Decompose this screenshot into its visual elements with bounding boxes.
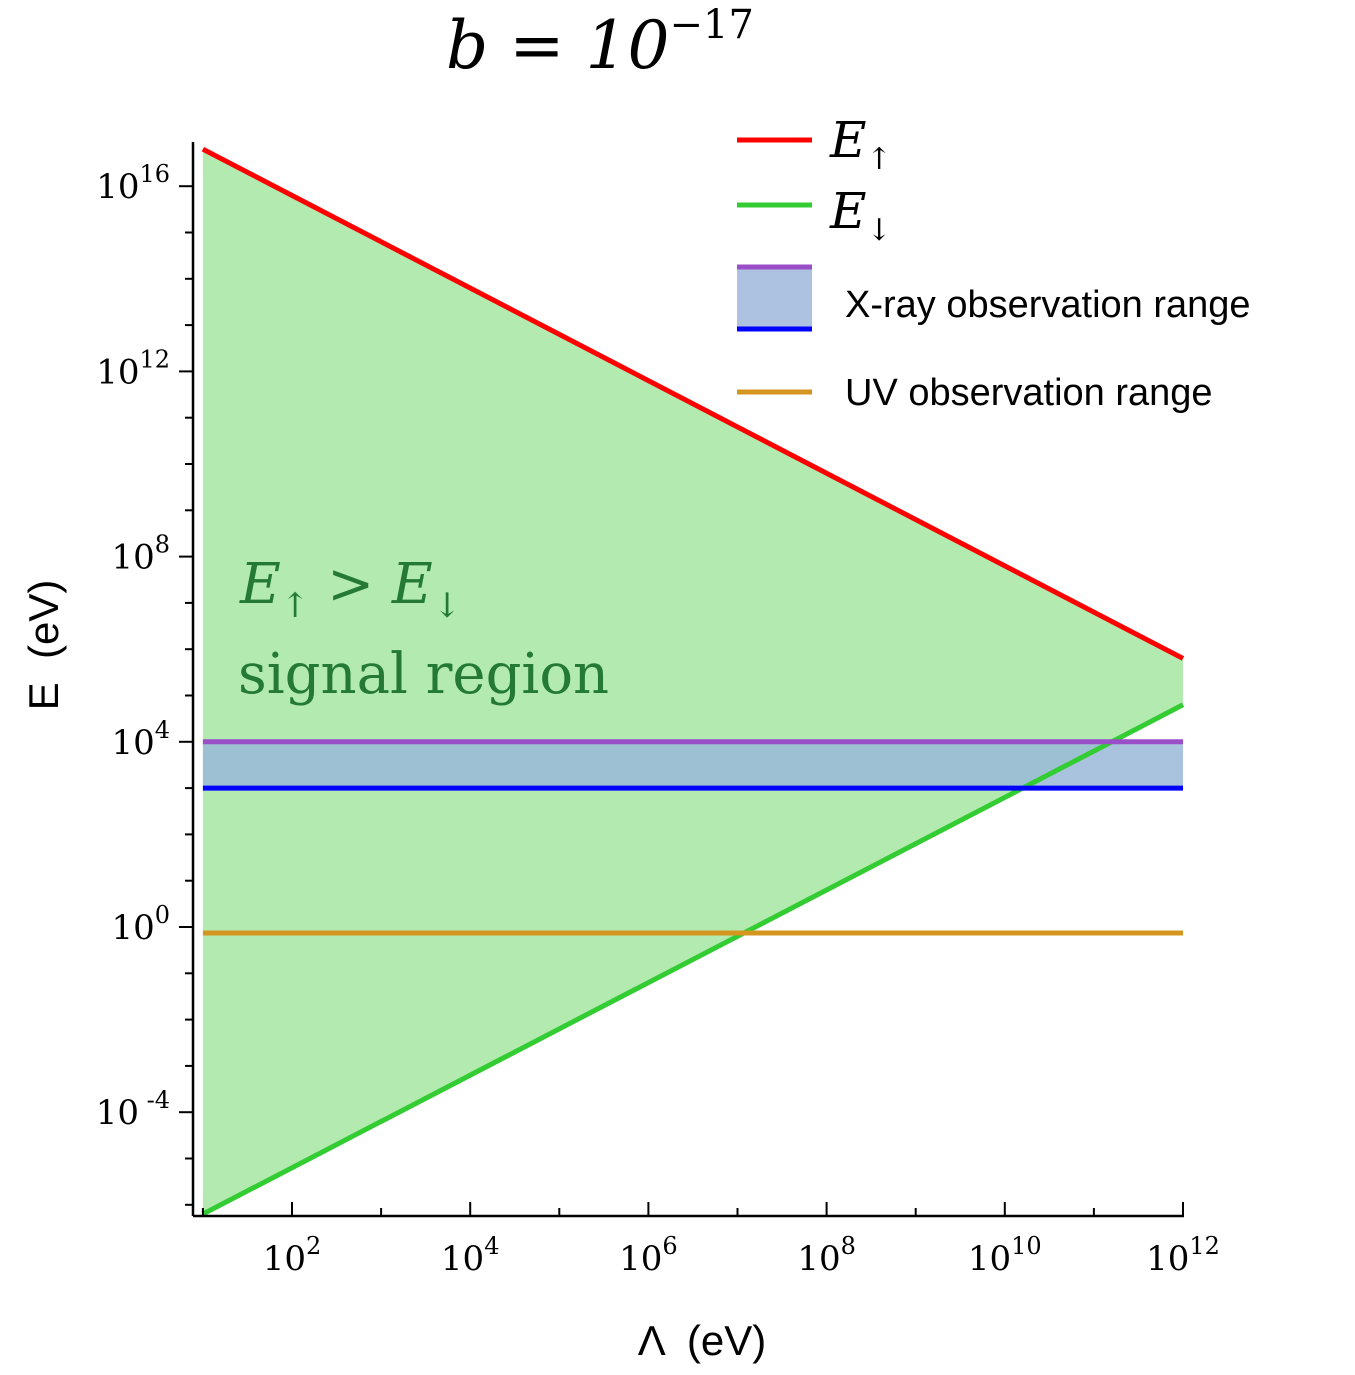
legend-uv-label: UV observation range bbox=[845, 372, 1213, 414]
x-tick-label-exponent: 6 bbox=[662, 1232, 677, 1260]
y-tick-label-exponent: 4 bbox=[155, 716, 170, 744]
y-tick-label-base: 10 bbox=[111, 538, 154, 578]
x-tick-label-exponent: 2 bbox=[306, 1232, 321, 1260]
x-tick-label-exponent: 12 bbox=[1189, 1232, 1220, 1260]
y-tick-label-base: 10 bbox=[111, 723, 154, 763]
xray-band-fill bbox=[202, 741, 1183, 789]
y-tick-label-exponent: 0 bbox=[155, 901, 170, 929]
x-axis-label: Λ (eV) bbox=[638, 1317, 766, 1364]
chart-title-base: b = 10 bbox=[446, 7, 670, 84]
x-tick-label-base: 10 bbox=[968, 1239, 1011, 1279]
y-tick-label-base: 10 bbox=[111, 908, 154, 948]
x-tick-label-exponent: 10 bbox=[1011, 1232, 1042, 1260]
legend-xray-band-swatch bbox=[737, 268, 812, 328]
x-tick-label: 108 bbox=[797, 1232, 856, 1279]
legend-e-up-main: E bbox=[829, 111, 867, 169]
legend-e-down-main: E bbox=[829, 182, 867, 240]
legend-e-down-sub: ↓ bbox=[867, 213, 892, 248]
y-tick-label-base: 10 bbox=[96, 1093, 139, 1133]
x-tick-label-base: 10 bbox=[619, 1239, 662, 1279]
y-tick-label: 100 bbox=[111, 901, 170, 948]
y-tick-label-exponent: -4 bbox=[139, 1086, 170, 1114]
annotation-e-up: E bbox=[239, 552, 281, 617]
x-tick-label-exponent: 4 bbox=[484, 1232, 499, 1260]
legend-xray-label: X-ray observation range bbox=[845, 284, 1251, 326]
signal-annotation-line2: signal region bbox=[238, 642, 609, 707]
chart-title-exponent: −17 bbox=[670, 2, 754, 48]
legend-e-up-sub: ↑ bbox=[867, 142, 892, 177]
y-tick-label: 1016 bbox=[96, 160, 170, 207]
x-tick-label-exponent: 8 bbox=[841, 1232, 856, 1260]
x-tick-label: 104 bbox=[441, 1232, 500, 1279]
annotation-e-down: E bbox=[391, 552, 433, 617]
x-tick-label: 102 bbox=[263, 1232, 322, 1279]
x-tick-label: 1010 bbox=[968, 1232, 1042, 1279]
legend-e-up-label: E↑ bbox=[829, 111, 892, 177]
legend-e-down-label: E↓ bbox=[829, 182, 892, 248]
y-tick-label: 108 bbox=[111, 531, 170, 578]
signal-annotation-line1: E↑ > E↓ bbox=[239, 552, 461, 626]
y-axis-label: E (eV) bbox=[20, 580, 67, 711]
y-tick-label-base: 10 bbox=[96, 352, 139, 392]
y-tick-label: 104 bbox=[111, 716, 170, 763]
annotation-sub-down: ↓ bbox=[433, 586, 462, 626]
y-tick-label: 10 -4 bbox=[96, 1086, 170, 1133]
y-tick-label: 1012 bbox=[96, 345, 170, 392]
x-tick-label-base: 10 bbox=[1146, 1239, 1189, 1279]
x-tick-label-base: 10 bbox=[797, 1239, 840, 1279]
x-tick-label-base: 10 bbox=[441, 1239, 484, 1279]
plot-area bbox=[201, 146, 1185, 1217]
y-tick-label-exponent: 8 bbox=[155, 531, 170, 559]
signal-region-fill bbox=[202, 149, 1183, 1215]
x-tick-label: 1012 bbox=[1146, 1232, 1220, 1279]
annotation-operator: > bbox=[309, 552, 392, 617]
x-tick-label-base: 10 bbox=[263, 1239, 306, 1279]
annotation-sub-up: ↑ bbox=[281, 586, 310, 626]
e-up-line bbox=[201, 146, 1185, 661]
y-tick-label-exponent: 16 bbox=[139, 160, 170, 188]
y-tick-label-exponent: 12 bbox=[139, 345, 170, 373]
y-tick-label-base: 10 bbox=[96, 167, 139, 207]
x-tick-label: 106 bbox=[619, 1232, 678, 1279]
chart-title: b = 10−17 bbox=[446, 2, 754, 84]
